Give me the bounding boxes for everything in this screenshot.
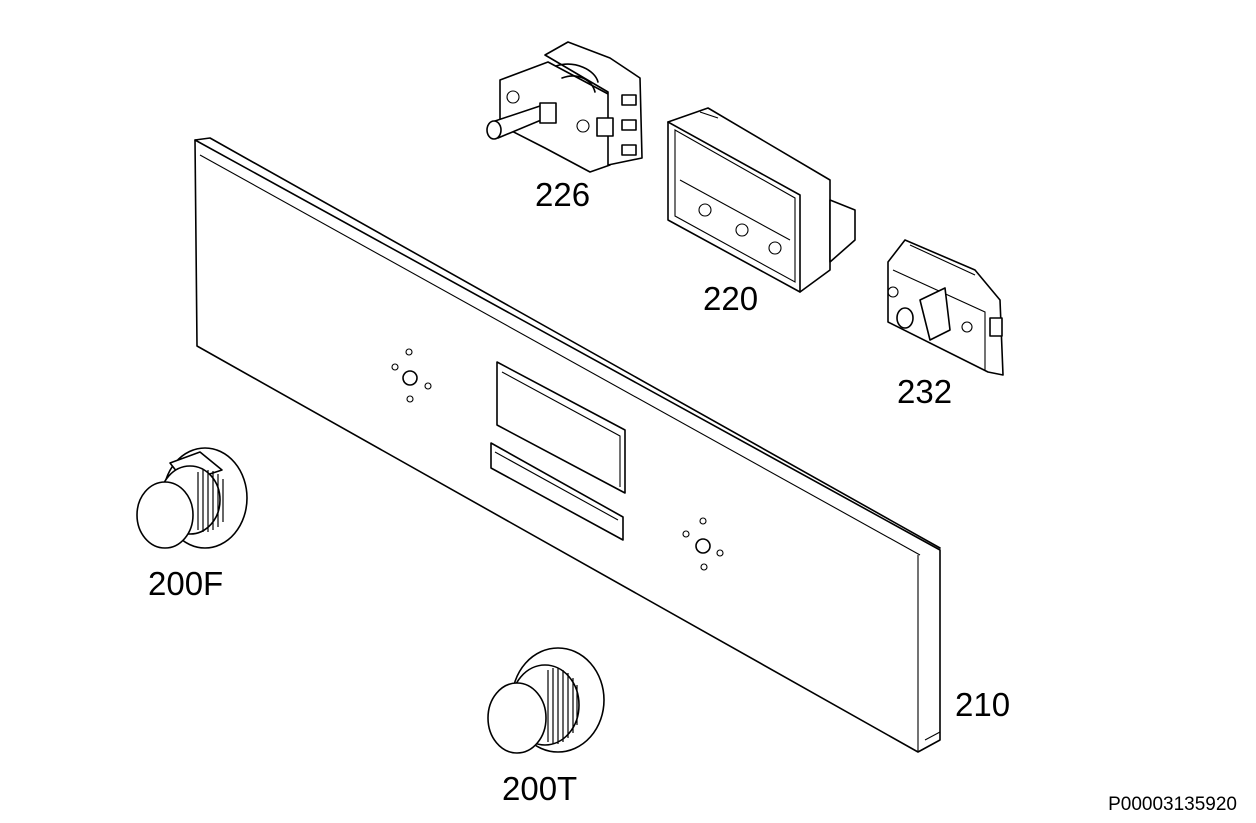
control-panel-210: [194, 137, 941, 753]
reference-code: P00003135920: [1108, 794, 1237, 815]
knob-200t: [487, 647, 605, 754]
display-window: [496, 361, 626, 494]
label-226: 226: [535, 176, 590, 213]
label-220: 220: [703, 280, 758, 317]
knob-200f: [136, 447, 248, 549]
label-200t: 200T: [502, 770, 577, 807]
display-housing-220: [667, 107, 856, 293]
label-210: 210: [955, 686, 1010, 723]
left-mount-holes: [391, 348, 432, 403]
right-mount-holes: [682, 517, 724, 571]
thermostat-232: [887, 239, 1004, 376]
rotary-switch-226: [486, 41, 643, 173]
display-strip: [490, 442, 624, 541]
label-232: 232: [897, 373, 952, 410]
label-200f: 200F: [148, 565, 223, 602]
